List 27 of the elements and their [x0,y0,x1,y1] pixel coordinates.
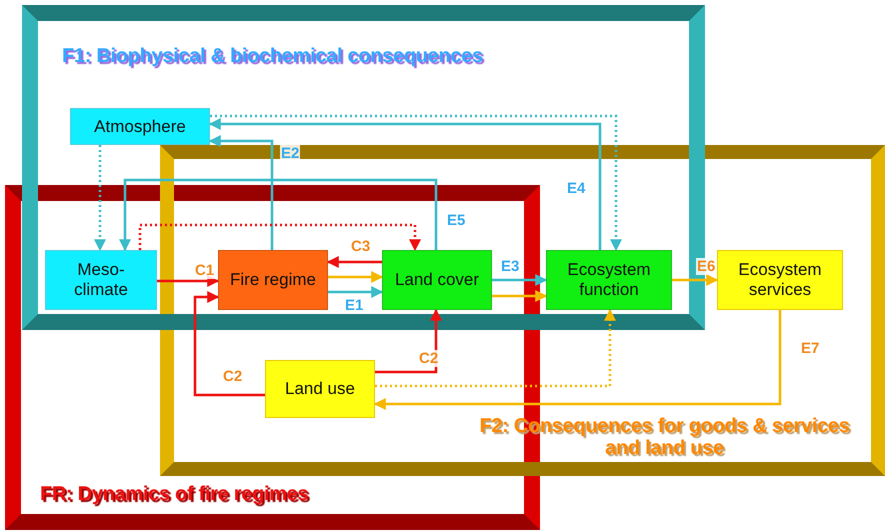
arrow [492,274,548,286]
arrow [375,308,442,374]
process-box: Ecosystem services [717,250,843,310]
edge-label: C1 [194,262,216,279]
arrow [672,274,718,286]
arrow [492,290,548,302]
process-box: Atmosphere [70,108,210,145]
process-box: Land cover [382,250,492,310]
dotted-arrow [375,308,616,388]
process-box: Meso-climate [45,250,157,310]
edge-label: C2 [418,350,440,367]
process-box: Ecosystem function [546,250,672,310]
frame-title: FR: Dynamics of fire regimes [40,483,308,505]
arrow [119,178,438,252]
arrow [208,135,274,250]
dotted-arrow [138,224,421,252]
process-box: Land use [265,360,375,418]
arrow [328,271,384,283]
arrow [194,291,265,396]
frame-title: F1: Biophysical & biochemical consequences [62,45,483,67]
arrow [374,310,782,410]
arrow [326,256,382,268]
edge-label: E2 [280,145,300,162]
edge-label: E6 [696,258,716,275]
dotted-arrow [94,145,106,252]
process-box: Fire regime [218,250,328,310]
arrow [328,286,384,298]
